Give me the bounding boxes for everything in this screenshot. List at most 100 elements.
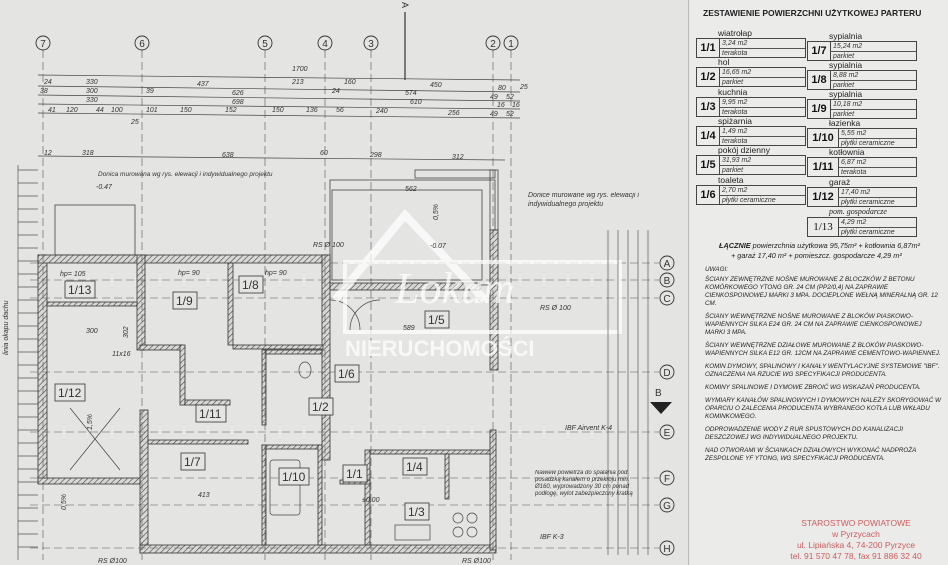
svg-text:52: 52 — [506, 94, 514, 101]
dimension-labels: 1700 330 437 213 160 450 80 25 24 300 62… — [40, 66, 528, 161]
room-number: 1/11 — [808, 158, 839, 176]
schedule-room-1-1: wiatrołap 1/1 3,24 m2 terakota — [696, 28, 806, 59]
axis-bubble-F: F — [659, 470, 675, 486]
svg-text:1/8: 1/8 — [242, 278, 259, 292]
note-item: Ściany wewnętrzne nośne murowane z blokó… — [705, 313, 922, 336]
room-area: 3,24 m2 — [720, 39, 805, 49]
schedule-room-1-13: pom. gospodarcze 1/13 4,29 m2 płytki cer… — [807, 207, 917, 238]
axis-bubble-6: 6 — [134, 35, 150, 51]
room-area: 1,49 m2 — [720, 127, 805, 137]
svg-text:38: 38 — [40, 88, 48, 95]
schedule-room-1-8: sypialnia 1/8 8,88 m2 parkiet — [807, 60, 917, 91]
total-area: ŁĄCZNIE powierzchnia użytkowa 95,75m² + … — [719, 241, 920, 260]
svg-text:437: 437 — [197, 81, 210, 88]
svg-text:256: 256 — [447, 110, 460, 117]
svg-text:240: 240 — [375, 108, 388, 115]
room-finish: płytki ceramiczne — [722, 197, 776, 204]
room-finish: parkiet — [833, 82, 855, 89]
room-label-1-8: 1/8 — [238, 275, 264, 294]
room-name: wiatrołap — [718, 28, 753, 38]
svg-text:80: 80 — [498, 85, 506, 92]
svg-text:589: 589 — [403, 325, 415, 332]
svg-text:1/6: 1/6 — [338, 367, 355, 381]
room-area: 8,88 m2 — [831, 71, 916, 81]
svg-text:1/12: 1/12 — [58, 386, 82, 400]
bathtub — [269, 459, 301, 516]
svg-text:24: 24 — [43, 79, 52, 86]
svg-text:1/1: 1/1 — [346, 467, 363, 481]
schedule-room-1-12: garaż 1/12 17,40 m2 płytki ceramiczne — [807, 177, 917, 208]
room-area: 5,55 m2 — [839, 129, 916, 139]
svg-text:150: 150 — [180, 107, 192, 114]
note-item: Nad otworami w ściankach działowych wyko… — [705, 447, 917, 462]
room-label-1-9: 1/9 — [172, 291, 198, 310]
room-number: 1/9 — [808, 100, 831, 118]
svg-text:300: 300 — [86, 328, 98, 335]
axis-bubble-C: C — [659, 290, 675, 306]
svg-text:Lokum: Lokum — [394, 264, 515, 313]
axis-bubble-5: 5 — [257, 35, 273, 51]
room-label-1-6: 1/6 — [334, 364, 360, 383]
svg-text:E: E — [664, 428, 671, 439]
schedule-room-1-4: spiżarnia 1/4 1,49 m2 terakota — [696, 116, 806, 147]
axis-bubble-7: 7 — [35, 35, 51, 51]
svg-text:linia okapu dachu: linia okapu dachu — [3, 300, 10, 355]
svg-text:60: 60 — [320, 150, 328, 157]
svg-text:1: 1 — [508, 39, 514, 50]
entrance-steps — [17, 165, 38, 560]
vertical-dimension-lines — [607, 230, 649, 555]
svg-text:626: 626 — [232, 90, 244, 97]
annotations: Donica murowana wg rys. elewacji i indyw… — [3, 171, 639, 565]
planter-note-2: Donice murowane wg rys. elewacji i indyw… — [528, 192, 639, 208]
axis-bubble-A: A — [659, 255, 675, 271]
note-item: Wymiary kanałów spalinowych i dymowych n… — [705, 397, 941, 420]
dimension-lines — [37, 74, 521, 161]
room-area: 10,18 m2 — [831, 100, 916, 110]
svg-text:7: 7 — [40, 39, 46, 50]
room-name: pokój dzienny — [718, 145, 770, 155]
room-name: toaleta — [718, 175, 744, 185]
svg-text:120: 120 — [66, 107, 78, 114]
room-name: łazienka — [829, 118, 861, 128]
svg-text:A: A — [664, 259, 671, 270]
svg-text:1,5%: 1,5% — [87, 414, 94, 430]
note-item: Ściany wewnętrzne działowe murowane z bl… — [705, 342, 941, 357]
svg-text:25: 25 — [519, 84, 528, 91]
room-number: 1/7 — [808, 42, 831, 60]
section-marker-b: B — [650, 388, 672, 414]
svg-text:562: 562 — [405, 186, 417, 193]
fixtures — [69, 299, 478, 541]
note-item: Kominy spalinowe i dymowe zbroić wg wska… — [705, 384, 921, 391]
svg-text:Donica murowana wg rys. elewac: Donica murowana wg rys. elewacji i indyw… — [98, 171, 273, 178]
cooktop — [452, 512, 464, 524]
schedule-room-1-11: kotłownia 1/11 6,87 m2 terakota — [807, 147, 917, 178]
room-area: 17,40 m2 — [839, 188, 916, 198]
room-name: sypialnia — [829, 60, 863, 70]
svg-text:152: 152 — [225, 107, 237, 114]
room-finish: parkiet — [833, 111, 855, 118]
schedule-title: ZESTAWIENIE POWIERZCHNI UŻYTKOWEJ PARTER… — [703, 8, 922, 18]
room-finish: płytki ceramiczne — [841, 229, 895, 236]
svg-text:3: 3 — [368, 39, 374, 50]
svg-text:IBF Airvent K-4: IBF Airvent K-4 — [565, 425, 612, 432]
svg-text:0,5%: 0,5% — [61, 494, 68, 510]
svg-text:330: 330 — [86, 97, 98, 104]
svg-text:±0.00: ±0.00 — [362, 497, 380, 504]
room-finish: parkiet — [722, 167, 744, 174]
svg-text:RS Ø 100: RS Ø 100 — [313, 242, 344, 249]
room-number: 1/12 — [808, 188, 839, 206]
svg-text:12: 12 — [44, 150, 52, 157]
room-label-1-12: 1/12 — [54, 383, 86, 402]
svg-text:16: 16 — [497, 102, 505, 109]
note-item: Odprowadzenie wody z rur spustowych do k… — [705, 426, 904, 441]
axis-bubble-2: 2 — [485, 35, 501, 51]
room-name: hol — [718, 57, 730, 67]
room-number: 1/8 — [808, 71, 831, 89]
svg-text:D: D — [663, 368, 670, 379]
svg-text:11x16: 11x16 — [112, 351, 131, 358]
svg-text:4: 4 — [322, 39, 328, 50]
room-name: spiżarnia — [718, 116, 753, 126]
